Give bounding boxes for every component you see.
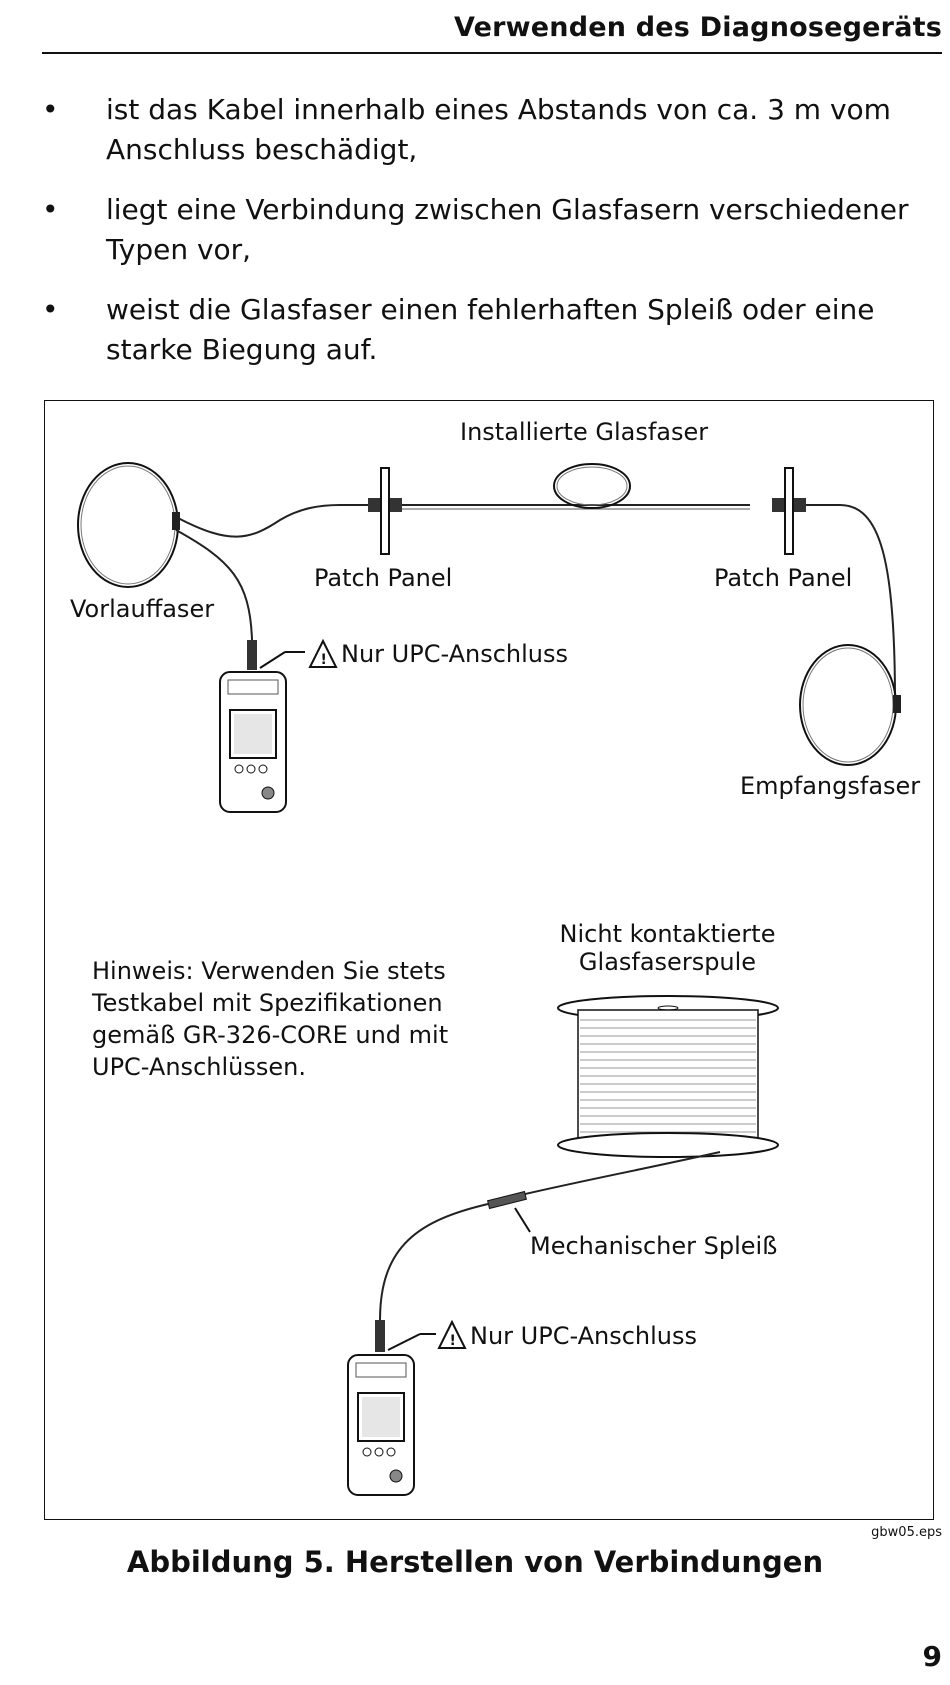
header-rule: [42, 52, 942, 54]
bullet-list: • ist das Kabel innerhalb eines Abstands…: [42, 90, 922, 390]
page-number: 9: [922, 1640, 942, 1673]
patch-panel-left: [368, 467, 402, 555]
bullet-text: liegt eine Verbindung zwischen Glasfaser…: [106, 193, 909, 266]
installed-fiber-loop: [553, 463, 631, 509]
upc-leader-top: [259, 651, 286, 669]
note-line: Testkabel mit Spezifikationen: [92, 989, 443, 1017]
note-line: Hinweis: Verwenden Sie stets: [92, 957, 446, 985]
patch-panel-right: [772, 467, 806, 555]
bullet-text: weist die Glasfaser einen fehlerhaften S…: [106, 293, 875, 366]
device-connector-bottom: [375, 1320, 385, 1352]
label-launch-fiber: Vorlauffaser: [70, 595, 215, 623]
mechanical-splice: [486, 1190, 528, 1210]
receive-fiber-cable: [806, 504, 896, 701]
label-receive-fiber: Empfangsfaser: [740, 772, 921, 800]
diagnostic-device-top: [219, 671, 287, 813]
splice-leader: [514, 1207, 531, 1233]
bullet-dot: •: [42, 193, 59, 226]
label-patch-panel-left: Patch Panel: [314, 564, 453, 592]
bullet-item: • weist die Glasfaser einen fehlerhaften…: [42, 290, 922, 370]
bullet-item: • ist das Kabel innerhalb eines Abstands…: [42, 90, 922, 170]
upc-leader-bottom: [387, 1333, 421, 1351]
device-connector-top: [247, 640, 257, 670]
label-spool-line: Glasfaserspule: [578, 948, 757, 976]
label-mechanical-splice: Mechanischer Spleiß: [530, 1232, 778, 1260]
figure-file-tag: gbw05.eps: [871, 1525, 942, 1540]
bullet-text: ist das Kabel innerhalb eines Abstands v…: [106, 93, 891, 166]
running-header: Verwenden des Diagnosegeräts: [453, 12, 942, 43]
warning-icon: [308, 638, 338, 668]
label-upc-only-top: Nur UPC-Anschluss: [341, 640, 569, 668]
bullet-dot: •: [42, 293, 59, 326]
label-installed-fiber: Installierte Glasfaser: [460, 418, 709, 446]
note-line: gemäß GR-326-CORE und mit: [92, 1021, 449, 1049]
launch-fiber-cable: [177, 504, 372, 538]
receive-fiber-coil: [799, 644, 901, 766]
figure-frame: [44, 400, 934, 1520]
launch-fiber-cable-down: [175, 529, 253, 641]
warning-icon: [437, 1319, 467, 1349]
spool-cable: [499, 1151, 721, 1201]
bullet-item: • liegt eine Verbindung zwischen Glasfas…: [42, 190, 922, 270]
label-spool-line: Nicht kontaktierte: [559, 920, 776, 948]
figure-note: Hinweis: Verwenden Sie stets Testkabel m…: [92, 955, 492, 1083]
note-line: UPC-Anschlüssen.: [92, 1053, 306, 1081]
warning-icon-mark: !: [450, 1333, 456, 1349]
bullet-dot: •: [42, 93, 59, 126]
label-patch-panel-right: Patch Panel: [714, 564, 853, 592]
launch-fiber-coil: [77, 462, 180, 588]
warning-icon-mark: !: [321, 652, 327, 668]
diagnostic-device-bottom: [347, 1354, 415, 1496]
label-spool: Nicht kontaktierte Glasfaserspule: [545, 920, 790, 976]
label-upc-only-bottom: Nur UPC-Anschluss: [470, 1322, 698, 1350]
fiber-spool: [557, 995, 779, 1158]
figure-caption: Abbildung 5. Herstellen von Verbindungen: [126, 1545, 824, 1579]
spool-cable-to-device: [379, 1203, 489, 1321]
